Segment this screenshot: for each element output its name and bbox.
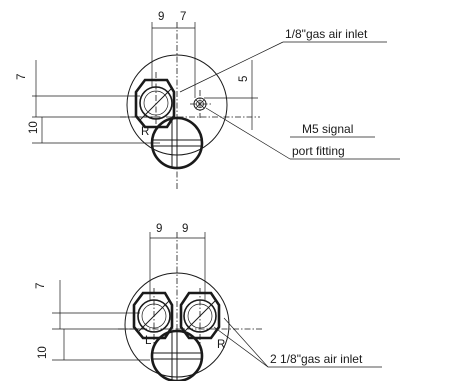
top-signal-callout-line2: port fitting (292, 144, 345, 158)
bottom-dim-7: 7 (35, 283, 47, 289)
top-dim-7-vertical: 7 (16, 74, 28, 80)
top-gas-inlet-callout: 1/8"gas air inlet (285, 27, 368, 41)
bottom-gas-inlet-callout: 2 1/8"gas air inlet (270, 352, 363, 366)
bottom-r-label: R (217, 339, 225, 351)
top-dim-7-horizontal: 7 (180, 11, 186, 23)
top-r-label: R (141, 126, 149, 138)
top-view: 9 7 7 10 5 R 1/8"gas air inlet M5 signal… (16, 11, 400, 190)
top-dim-9: 9 (158, 11, 164, 23)
bottom-dim-10: 10 (37, 346, 49, 359)
bottom-l-label: L (145, 335, 152, 347)
bottom-dim-9-right: 9 (182, 223, 188, 235)
bottom-view: 9 9 7 10 L R 2 1/8"gas air inlet (35, 223, 382, 381)
bottom-left-fitting (132, 291, 174, 340)
top-signal-callout-line1: M5 signal (302, 122, 353, 136)
bottom-dim-9-left: 9 (156, 223, 162, 235)
top-dim-5: 5 (238, 76, 250, 82)
top-dim-10: 10 (28, 121, 40, 134)
